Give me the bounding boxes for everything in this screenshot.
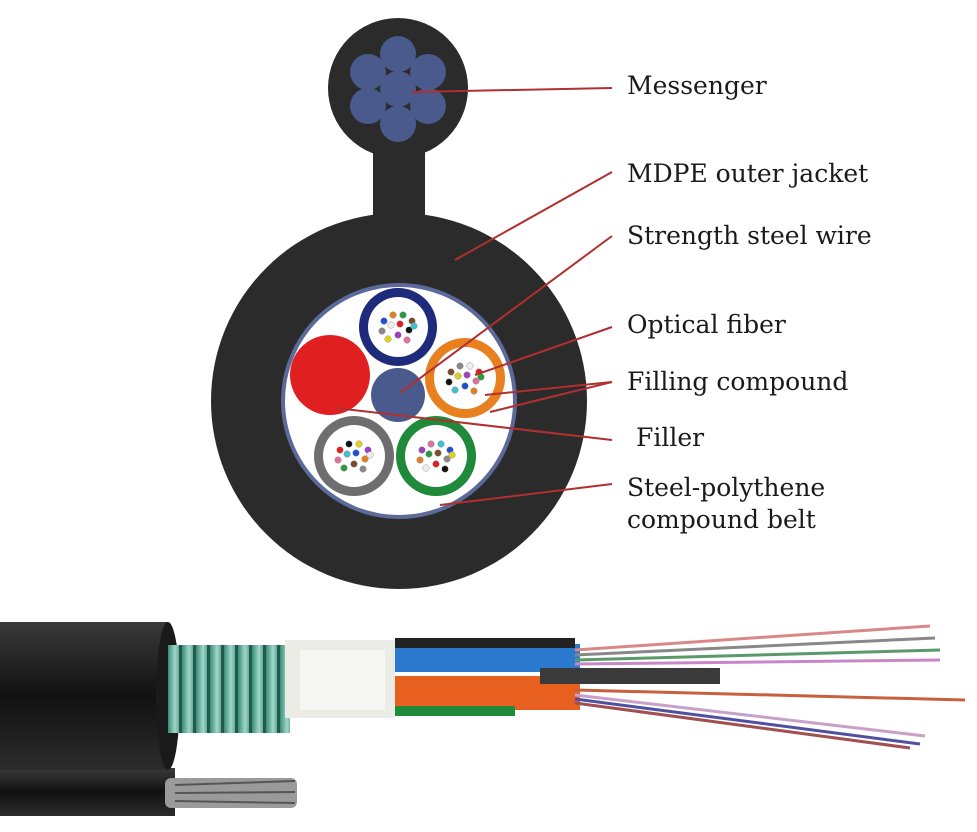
fiber-dot bbox=[384, 335, 392, 343]
fiber-dot bbox=[403, 336, 411, 344]
fiber-dot bbox=[396, 320, 404, 328]
label-messenger: Messenger bbox=[627, 71, 767, 100]
fiber-dot bbox=[422, 464, 430, 472]
messenger-neck bbox=[373, 145, 425, 225]
loose-tube-green bbox=[396, 416, 476, 496]
fiber-dot bbox=[399, 311, 407, 319]
fiber-dot bbox=[352, 449, 360, 457]
fiber-dot bbox=[454, 372, 462, 380]
fiber-dot bbox=[451, 386, 459, 394]
fiber-dot bbox=[366, 451, 374, 459]
fiber-dot bbox=[470, 387, 478, 395]
fiber-dot bbox=[405, 326, 413, 334]
messenger-strands bbox=[350, 36, 446, 142]
fiber-dot bbox=[340, 464, 348, 472]
filler bbox=[290, 335, 370, 415]
fiber-dot bbox=[418, 446, 426, 454]
fiber-dot bbox=[443, 455, 451, 463]
fiber-dot bbox=[472, 377, 480, 385]
fiber-dot bbox=[448, 451, 456, 459]
label-belt-line1: Steel-polythene bbox=[627, 473, 826, 502]
fiber-dot bbox=[447, 368, 455, 376]
fiber-dot bbox=[456, 362, 464, 370]
fiber-dot bbox=[427, 440, 435, 448]
cable-side-view bbox=[0, 622, 966, 816]
fiber-dot bbox=[378, 327, 386, 335]
fiber-dot bbox=[432, 460, 440, 468]
fiber-dot bbox=[425, 450, 433, 458]
leader-lines bbox=[335, 87, 613, 506]
fiber-dot bbox=[441, 465, 449, 473]
loose-tube-navy bbox=[359, 288, 437, 366]
label-strength-wire: Strength steel wire bbox=[627, 221, 872, 250]
fiber-dot bbox=[466, 362, 474, 370]
fiber-dot bbox=[394, 331, 402, 339]
fiber-dot bbox=[380, 317, 388, 325]
fiber-dot bbox=[389, 311, 397, 319]
fiber-dot bbox=[343, 450, 351, 458]
fiber-dot bbox=[434, 449, 442, 457]
fiber-dot bbox=[410, 322, 418, 330]
loose-tube-orange bbox=[425, 338, 505, 418]
label-belt-line2: compound belt bbox=[627, 505, 816, 534]
fiber-dot bbox=[361, 455, 369, 463]
fiber-dot bbox=[437, 440, 445, 448]
label-optical-fiber: Optical fiber bbox=[627, 310, 786, 339]
fiber-dot bbox=[355, 440, 363, 448]
optical-fibers bbox=[334, 311, 485, 473]
loose-tube-gray bbox=[314, 416, 394, 496]
cross-section bbox=[211, 18, 587, 589]
fiber-dot bbox=[350, 460, 358, 468]
fiber-dot bbox=[416, 456, 424, 464]
label-filler: Filler bbox=[636, 423, 705, 452]
fiber-dot bbox=[463, 371, 471, 379]
fiber-dot bbox=[336, 446, 344, 454]
label-filling-compound: Filling compound bbox=[627, 367, 849, 396]
label-outer-jacket: MDPE outer jacket bbox=[627, 159, 869, 188]
fiber-dot bbox=[359, 465, 367, 473]
strength-steel-wire bbox=[371, 368, 425, 422]
fiber-dot bbox=[345, 440, 353, 448]
fiber-dot bbox=[445, 378, 453, 386]
fiber-dot bbox=[461, 382, 469, 390]
fiber-dot bbox=[387, 321, 395, 329]
fiber-dot bbox=[334, 456, 342, 464]
